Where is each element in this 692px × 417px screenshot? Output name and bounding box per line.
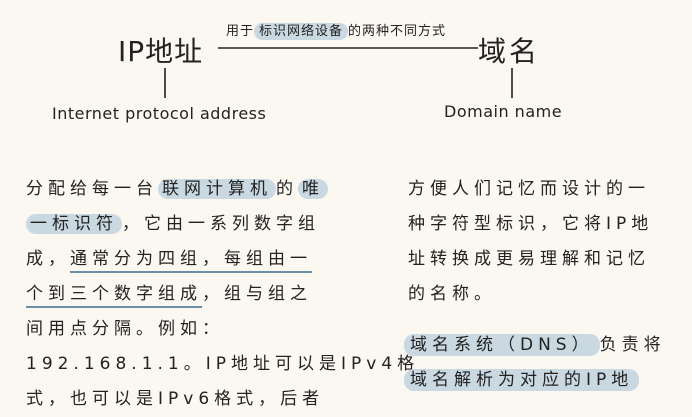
text-segment: 成， xyxy=(26,249,70,269)
ip-description: 分配给每一台联网计算机的唯 一标识符，它由一系列数字组 成，通常分为四组，每组由… xyxy=(26,172,420,417)
domain-english-label: Domain name xyxy=(444,102,563,121)
highlight-resolve-domain: 域名解析为对应的IP地 xyxy=(404,369,640,391)
highlight-dns-system: 域名系统（DNS） xyxy=(404,334,600,356)
domain-description: 方便人们记忆而设计的一 种字符型标识，它将IP地 址转换成更易理解和记忆 的名称… xyxy=(408,172,678,312)
domain-line-3: 址转换成更易理解和记忆 xyxy=(408,249,650,269)
dns-line-1: 域名系统（DNS）负责将 xyxy=(404,328,674,363)
ip-line-2: 一标识符，它由一系列数字组 xyxy=(26,207,346,242)
text-segment: ，它由一系列数字组 xyxy=(122,214,320,234)
ip-line-4: 个到三个数字组成，组与组之 xyxy=(26,277,346,312)
highlight-networked-computer: 联网计算机 xyxy=(158,179,276,199)
dns-line-2: 域名解析为对应的IP地 xyxy=(404,363,674,398)
connector-lines xyxy=(164,47,513,98)
ip-line-3: 成，通常分为四组，每组由一 xyxy=(26,242,346,277)
highlight-unique: 唯 xyxy=(298,179,328,199)
relation-after: 的两种不同方式 xyxy=(348,24,447,39)
text-segment: ，组与组之 xyxy=(202,284,312,304)
domain-line-2: 种字符型标识，它将IP地 xyxy=(408,214,654,234)
relation-highlight: 标识网络设备 xyxy=(254,23,349,40)
underline-one-to-three-digits: 个到三个数字组成 xyxy=(26,284,202,308)
text-segment: 负责将 xyxy=(599,335,666,355)
ip-address-title: IP地址 xyxy=(118,35,204,68)
ip-line-5: 间用点分隔。例如： xyxy=(26,319,224,339)
domain-name-title: 域名 xyxy=(478,35,541,68)
highlight-identifier: 一标识符 xyxy=(26,214,122,234)
underline-four-groups: 通常分为四组，每组由一 xyxy=(70,249,312,273)
text-segment: 的 xyxy=(276,179,298,199)
domain-line-1: 方便人们记忆而设计的一 xyxy=(408,179,650,199)
text-segment: 分配给每一台 xyxy=(26,179,158,199)
ip-line-1: 分配给每一台联网计算机的唯 xyxy=(26,172,346,207)
relation-before: 用于 xyxy=(226,24,255,39)
domain-line-4: 的名称。 xyxy=(408,284,496,304)
ip-english-label: Internet protocol address xyxy=(52,104,267,123)
relation-label: 用于标识网络设备的两种不同方式 xyxy=(226,20,447,40)
dns-description: 域名系统（DNS）负责将 域名解析为对应的IP地 xyxy=(404,328,674,398)
ip-line-6: 192.168.1.1。IP地址可以是IPv4格 xyxy=(26,354,420,374)
